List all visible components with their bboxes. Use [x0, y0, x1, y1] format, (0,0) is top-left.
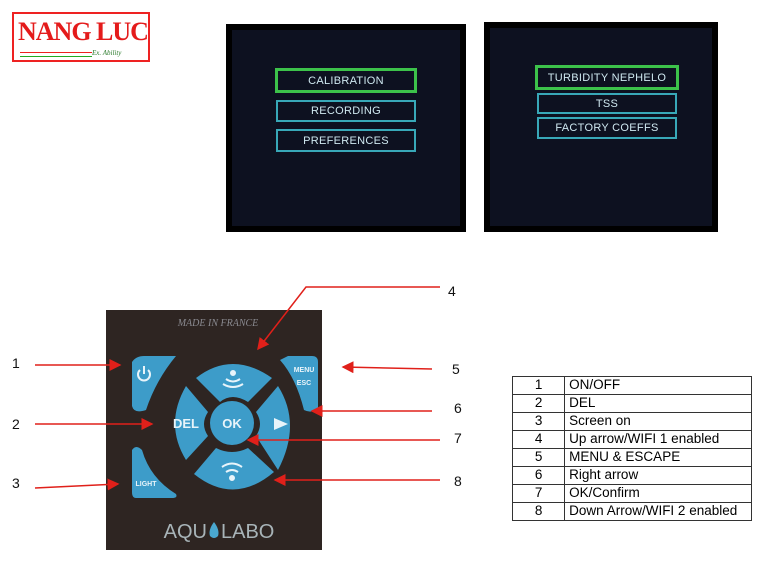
- del-label: DEL: [173, 416, 199, 431]
- menu-item-calibration[interactable]: CALIBRATION: [275, 68, 417, 93]
- callout-6: 6: [454, 400, 462, 416]
- nang-luc-logo: NANG LUC Ex. Ability: [12, 12, 150, 62]
- right-arrow-button[interactable]: [256, 386, 290, 470]
- device-screen-calibration-menu: TURBIDITY NEPHELO TSS FACTORY COEFFS: [484, 22, 718, 232]
- right-arrow-icon: [274, 418, 288, 430]
- menu-item-preferences[interactable]: PREFERENCES: [276, 129, 416, 152]
- aqualabo-logo-right: LABO: [221, 521, 274, 543]
- callout-7: 7: [454, 430, 462, 446]
- callout-4: 4: [448, 283, 456, 299]
- made-in-france-label: MADE IN FRANCE: [177, 318, 259, 329]
- power-icon: [137, 366, 151, 382]
- menu-esc-button[interactable]: [280, 356, 318, 412]
- arrow-5: [341, 361, 433, 374]
- menu-label: MENU: [294, 367, 315, 374]
- menu-item-factory-coeffs[interactable]: FACTORY COEFFS: [537, 117, 677, 139]
- device-screen-main-menu: CALIBRATION RECORDING PREFERENCES: [226, 24, 466, 232]
- aqualabo-logo-left: AQU: [164, 521, 207, 543]
- down-wifi2-button[interactable]: [194, 448, 274, 490]
- wifi2-icon: [221, 462, 243, 481]
- callout-5: 5: [452, 361, 460, 377]
- logo-brand: NANG LUC: [18, 17, 149, 46]
- ok-button[interactable]: [210, 401, 254, 445]
- menu-item-tss[interactable]: TSS: [537, 93, 677, 114]
- esc-label: ESC: [297, 380, 311, 387]
- callout-2: 2: [12, 416, 20, 432]
- callout-8: 8: [454, 473, 462, 489]
- light-label: LIGHT: [136, 481, 158, 488]
- ok-text: OK: [222, 416, 242, 431]
- callout-3: 3: [12, 475, 20, 491]
- water-drop-icon: [209, 522, 219, 538]
- up-wifi1-button[interactable]: [196, 364, 272, 402]
- menu-item-turbidity-nephelo[interactable]: TURBIDITY NEPHELO: [535, 65, 679, 90]
- logo-stripe: [20, 52, 92, 57]
- light-button[interactable]: [132, 447, 177, 498]
- del-button[interactable]: [175, 386, 208, 460]
- wifi1-icon: [222, 370, 244, 388]
- keypad: MADE IN FRANCE MENU ESC DEL OK LIGHT AQU…: [106, 310, 322, 550]
- logo-tagline: Ex. Ability: [92, 49, 122, 57]
- callout-1: 1: [12, 355, 20, 371]
- menu-item-recording[interactable]: RECORDING: [276, 100, 416, 122]
